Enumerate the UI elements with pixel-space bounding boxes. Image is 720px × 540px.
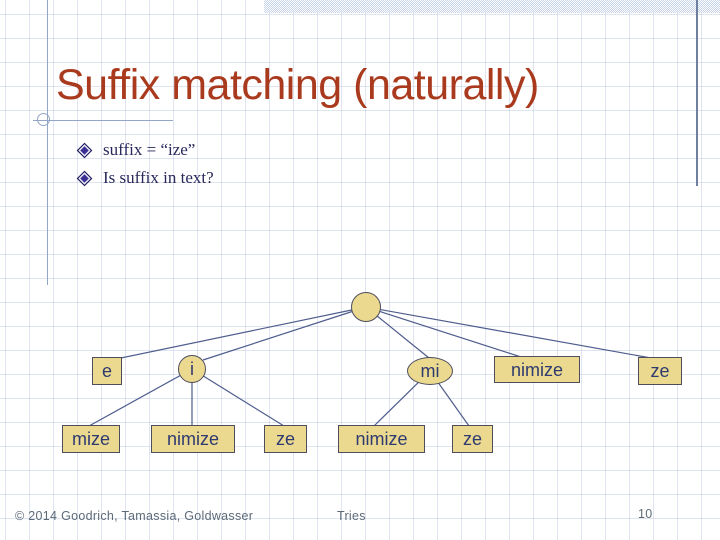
- tree-node-ze1: ze: [638, 357, 682, 385]
- right-accent-line: [696, 0, 698, 186]
- tree-node-mi: mi: [407, 357, 453, 385]
- bullet-text: suffix = “ize”: [103, 140, 196, 159]
- circle-ornament: [37, 113, 50, 126]
- tree-node-i: i: [178, 355, 206, 383]
- diamond-bullet-icon: [76, 170, 93, 186]
- tree-node-ze2: ze: [264, 425, 307, 453]
- trie-edge: [202, 306, 367, 361]
- tree-node-nimize3: nimize: [338, 425, 425, 453]
- page-title: Suffix matching (naturally): [56, 61, 539, 109]
- trie-edge: [120, 306, 367, 359]
- tree-node-ze3: ze: [452, 425, 493, 453]
- bullet-text: Is suffix in text?: [103, 168, 214, 187]
- bullet-item: Is suffix in text?: [76, 164, 214, 192]
- tree-node-root: [351, 292, 381, 322]
- slide-number: 10: [638, 507, 653, 521]
- bullet-item: suffix = “ize”: [76, 136, 214, 164]
- tree-node-nimize2: nimize: [151, 425, 235, 453]
- diamond-bullet-icon: [76, 142, 93, 158]
- trie-edge: [365, 306, 652, 359]
- trie-edge: [365, 306, 522, 358]
- tree-node-e: e: [92, 357, 122, 385]
- bullet-list: suffix = “ize” Is suffix in text?: [76, 136, 214, 192]
- footer-copyright: © 2014 Goodrich, Tamassia, Goldwasser: [15, 509, 254, 523]
- trie-edge: [191, 368, 285, 427]
- left-accent-line: [47, 0, 48, 285]
- tree-node-mize: mize: [62, 425, 120, 453]
- footer-deck-title: Tries: [337, 509, 366, 523]
- top-band-decoration: [264, 0, 720, 13]
- tree-node-nimize1: nimize: [494, 356, 580, 383]
- title-underline-accent: [33, 120, 173, 121]
